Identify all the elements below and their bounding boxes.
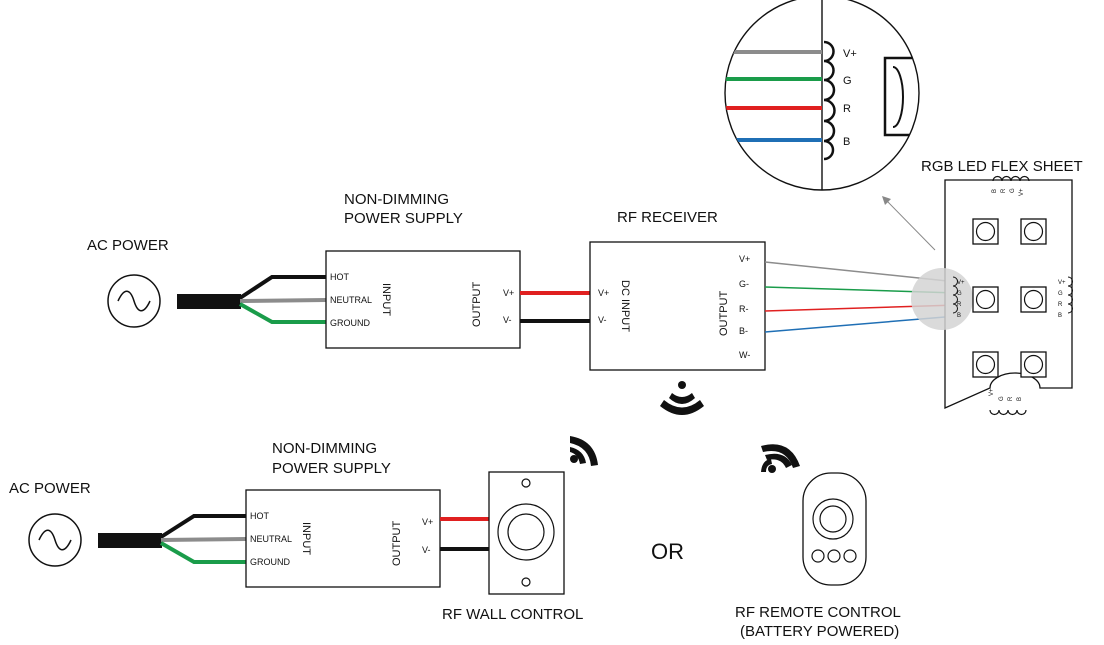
zoom-label-b: B [843,136,850,148]
receiver-out-vplus: V+ [739,254,750,264]
zoom-label-r: R [843,103,851,115]
ac-power-label-bottom: AC POWER [9,480,91,497]
receiver-dc-input-label: DC INPUT [619,280,631,332]
svg-text:R: R [957,302,962,308]
psu-input-label-bottom: INPUT [300,522,312,555]
svg-text:B: B [992,189,998,193]
wall-control-label: RF WALL CONTROL [442,606,583,623]
receiver-output-label: OUTPUT [718,291,730,337]
psu-title-top-2: POWER SUPPLY [344,210,463,227]
or-text: OR [651,539,684,564]
rf-receiver-title: RF RECEIVER [617,209,718,226]
psu-output-label-top: OUTPUT [471,282,483,328]
receiver-out-g: G- [739,279,749,289]
receiver-out-w: W- [739,350,750,360]
svg-text:G: G [1058,291,1063,297]
svg-text:G: G [999,396,1005,401]
rf-wall-control [488,471,565,595]
remote-label-1: RF REMOTE CONTROL [735,604,901,621]
led-input-pads [952,276,958,314]
led-sheet-title: RGB LED FLEX SHEET [921,158,1083,175]
connection-highlight [911,268,973,330]
rf-remote-control [802,472,867,586]
psu-title-top-1: NON-DIMMING [344,191,449,208]
rf-receiver [589,241,766,371]
psu-term-neutral-top: NEUTRAL [330,295,372,305]
receiver-in-vminus: V- [598,315,607,325]
receiver-out-b: B- [739,326,748,336]
power-supply-bottom [245,489,441,588]
led-output-pads [1067,276,1073,314]
zoom-label-g: G [843,75,852,87]
psu-term-vplus-bottom: V+ [422,517,433,527]
psu-term-hot-top: HOT [330,272,350,282]
ac-cable-top [177,294,241,309]
power-supply-top [325,250,521,349]
ac-power-symbol-top [107,274,161,328]
psu-term-hot-bottom: HOT [250,511,270,521]
wire-ground-bottom [160,541,246,564]
psu-term-ground-bottom: GROUND [250,557,290,567]
psu-term-vminus-bottom: V- [422,545,431,555]
wire-neutral-top [239,298,327,303]
zoom-label-vplus: V+ [843,48,857,60]
svg-text:V+: V+ [1058,280,1066,286]
zoom-arrow [882,196,936,251]
zoom-detail: V+ G R B [724,0,920,191]
psu-term-vplus-top: V+ [503,288,514,298]
svg-text:V+: V+ [1019,188,1025,196]
svg-text:R: R [1001,188,1007,193]
ac-power-symbol-bottom [28,513,82,567]
svg-text:R: R [1058,302,1063,308]
psu-input-label-top: INPUT [380,283,392,316]
wire-ground-top [239,302,326,324]
svg-text:V+: V+ [989,388,995,396]
svg-text:G: G [957,291,962,297]
zoom-solder-pads [823,40,836,161]
wireless-signal-wall-icon [570,436,598,466]
wire-hot-top [238,275,326,300]
wire-neutral-bottom [160,537,247,542]
psu-title-bottom-2: POWER SUPPLY [272,460,391,477]
zoom-led-chip [883,56,912,137]
led-chip-grid [972,218,1047,378]
receiver-out-r: R- [739,304,749,314]
svg-text:B: B [1058,313,1062,319]
psu-term-vminus-top: V- [503,315,512,325]
psu-title-bottom-1: NON-DIMMING [272,440,377,457]
psu-term-neutral-bottom: NEUTRAL [250,534,292,544]
svg-text:B: B [957,313,961,319]
wireless-signal-receiver-icon [660,381,704,415]
remote-label-2: (BATTERY POWERED) [740,623,899,640]
wire-hot-bottom [159,514,246,539]
svg-text:V+: V+ [957,280,965,286]
psu-term-ground-top: GROUND [330,318,370,328]
ac-power-label-top: AC POWER [87,237,169,254]
wireless-signal-remote-icon [761,444,800,473]
ac-cable-bottom [98,533,162,548]
psu-output-label-bottom: OUTPUT [391,521,403,567]
svg-text:B: B [1017,397,1023,401]
receiver-in-vplus: V+ [598,288,609,298]
svg-text:G: G [1010,188,1016,193]
top-pads [992,175,1030,182]
svg-text:R: R [1008,396,1014,401]
bottom-pads [989,409,1027,416]
